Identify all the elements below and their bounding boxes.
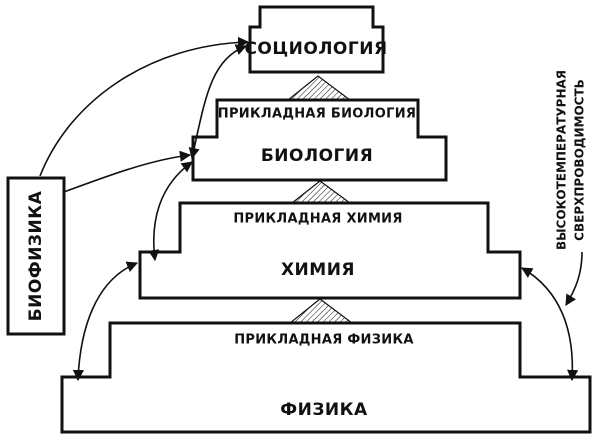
superconductivity-label-line1: ВЫСОКОТЕМПЕРАТУРНАЯ: [555, 70, 569, 250]
arrow-biology-chemistry-left: [148, 161, 193, 262]
arrow-chemistry-physics-left: [72, 261, 139, 382]
biophysics-block: [6, 176, 66, 336]
biology-label: БИОЛОГИЯ: [261, 146, 373, 166]
sociology-block: [248, 5, 385, 74]
physics-label: ФИЗИКА: [280, 400, 368, 420]
superconductivity-label-line2: СВЕРХПРОВОДИМОСТЬ: [573, 79, 587, 241]
chemistry-label: ХИМИЯ: [281, 260, 355, 280]
biophysics-label: БИОФИЗИКА: [26, 190, 46, 321]
connector-biology-chemistry: [290, 180, 352, 204]
arrow-biophysics-biology: [63, 150, 192, 193]
connector-chemistry-physics: [288, 298, 354, 324]
arrow-superconductivity: [565, 251, 583, 306]
applied-chemistry-label: ПРИКЛАДНАЯ ХИМИЯ: [233, 212, 402, 227]
applied-physics-label: ПРИКЛАДНАЯ ФИЗИКА: [234, 333, 414, 348]
connector-sociology-biology: [286, 75, 352, 101]
arrow-chemistry-physics-right: [521, 267, 579, 382]
applied-biology-label: ПРИКЛАДНАЯ БИОЛОГИЯ: [218, 107, 416, 122]
arrow-sociology-biology-left: [188, 44, 248, 160]
sociology-label: СОЦИОЛОГИЯ: [244, 39, 387, 59]
